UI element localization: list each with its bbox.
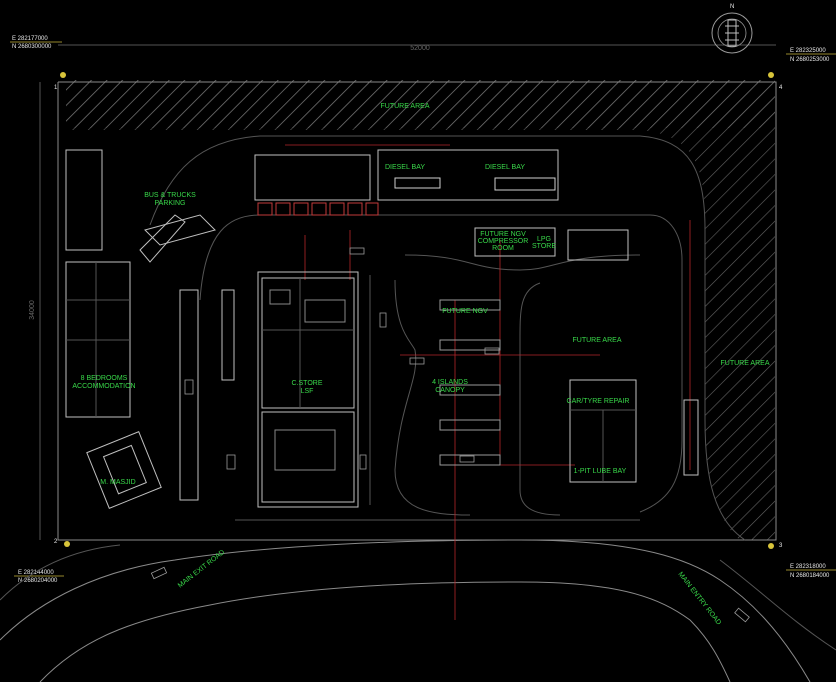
car-tyre-repair-label: CAR/TYRE REPAIR: [567, 398, 630, 405]
north-arrow-icon: N: [711, 4, 753, 54]
dim-top: 52000: [410, 45, 430, 52]
diesel-bay-area: [254, 149, 629, 261]
corner-2: 2: [54, 539, 58, 545]
future-area-hatch: [66, 80, 775, 540]
islands-canopy: [439, 299, 501, 466]
main-entry-road-label: MAIN ENTRY ROAD: [676, 571, 722, 627]
north-label: N: [730, 4, 734, 10]
coord-e: E 282144000: [18, 570, 54, 576]
main-roads: MAIN EXIT ROAD MAIN ENTRY ROAD: [0, 539, 836, 682]
coord-n: N 2680204000: [18, 578, 58, 584]
coord-e: E 282325000: [790, 48, 826, 54]
parking-bays: [257, 202, 379, 216]
corner-1: 1: [54, 85, 58, 91]
coord-box-bottom-left: E 282144000 N 2680204000: [14, 570, 64, 584]
coord-box-bottom-right: E 282318000 N 2680184000: [786, 564, 836, 579]
diesel-bay-1-label: DIESEL BAY: [385, 164, 425, 171]
corner-3: 3: [779, 543, 783, 549]
area-labels: FUTURE AREA DIESEL BAY DIESEL BAY BUS & …: [72, 103, 769, 486]
coord-box-top-right: E 282325000 N 2680253000: [786, 48, 836, 63]
future-area-top-label: FUTURE AREA: [380, 103, 429, 110]
corner-markers: 1 4 2 3: [54, 72, 783, 549]
internal-roads: [149, 135, 746, 541]
coord-n: N 2680300000: [12, 44, 52, 50]
masjid-label: M. MASJID: [100, 479, 135, 486]
right-strips: [179, 289, 699, 501]
coord-e: E 282177000: [12, 36, 48, 42]
service-lines: [285, 144, 691, 620]
cstore-building: [257, 271, 359, 508]
future-area-mid-label: FUTURE AREA: [572, 337, 621, 344]
main-exit-road-label: MAIN EXIT ROAD: [177, 549, 226, 590]
site-boundary: [39, 44, 777, 541]
repair-building: [569, 379, 637, 483]
coord-e: E 282318000: [790, 564, 826, 570]
coord-n: N 2680184000: [790, 573, 830, 579]
lube-bay-label: 1-PIT LUBE BAY: [574, 468, 627, 475]
diesel-bay-2-label: DIESEL BAY: [485, 164, 525, 171]
dim-left: 34000: [29, 300, 36, 320]
future-ngv-label: FUTURE NGV: [442, 308, 488, 315]
vehicle-icons: [150, 247, 750, 623]
left-buildings: [65, 149, 216, 509]
future-area-right-label: FUTURE AREA: [720, 360, 769, 367]
coord-box-top-left: E 282177000 N 2680300000: [10, 36, 62, 50]
corner-4: 4: [779, 85, 783, 91]
coord-n: N 2680253000: [790, 57, 830, 63]
